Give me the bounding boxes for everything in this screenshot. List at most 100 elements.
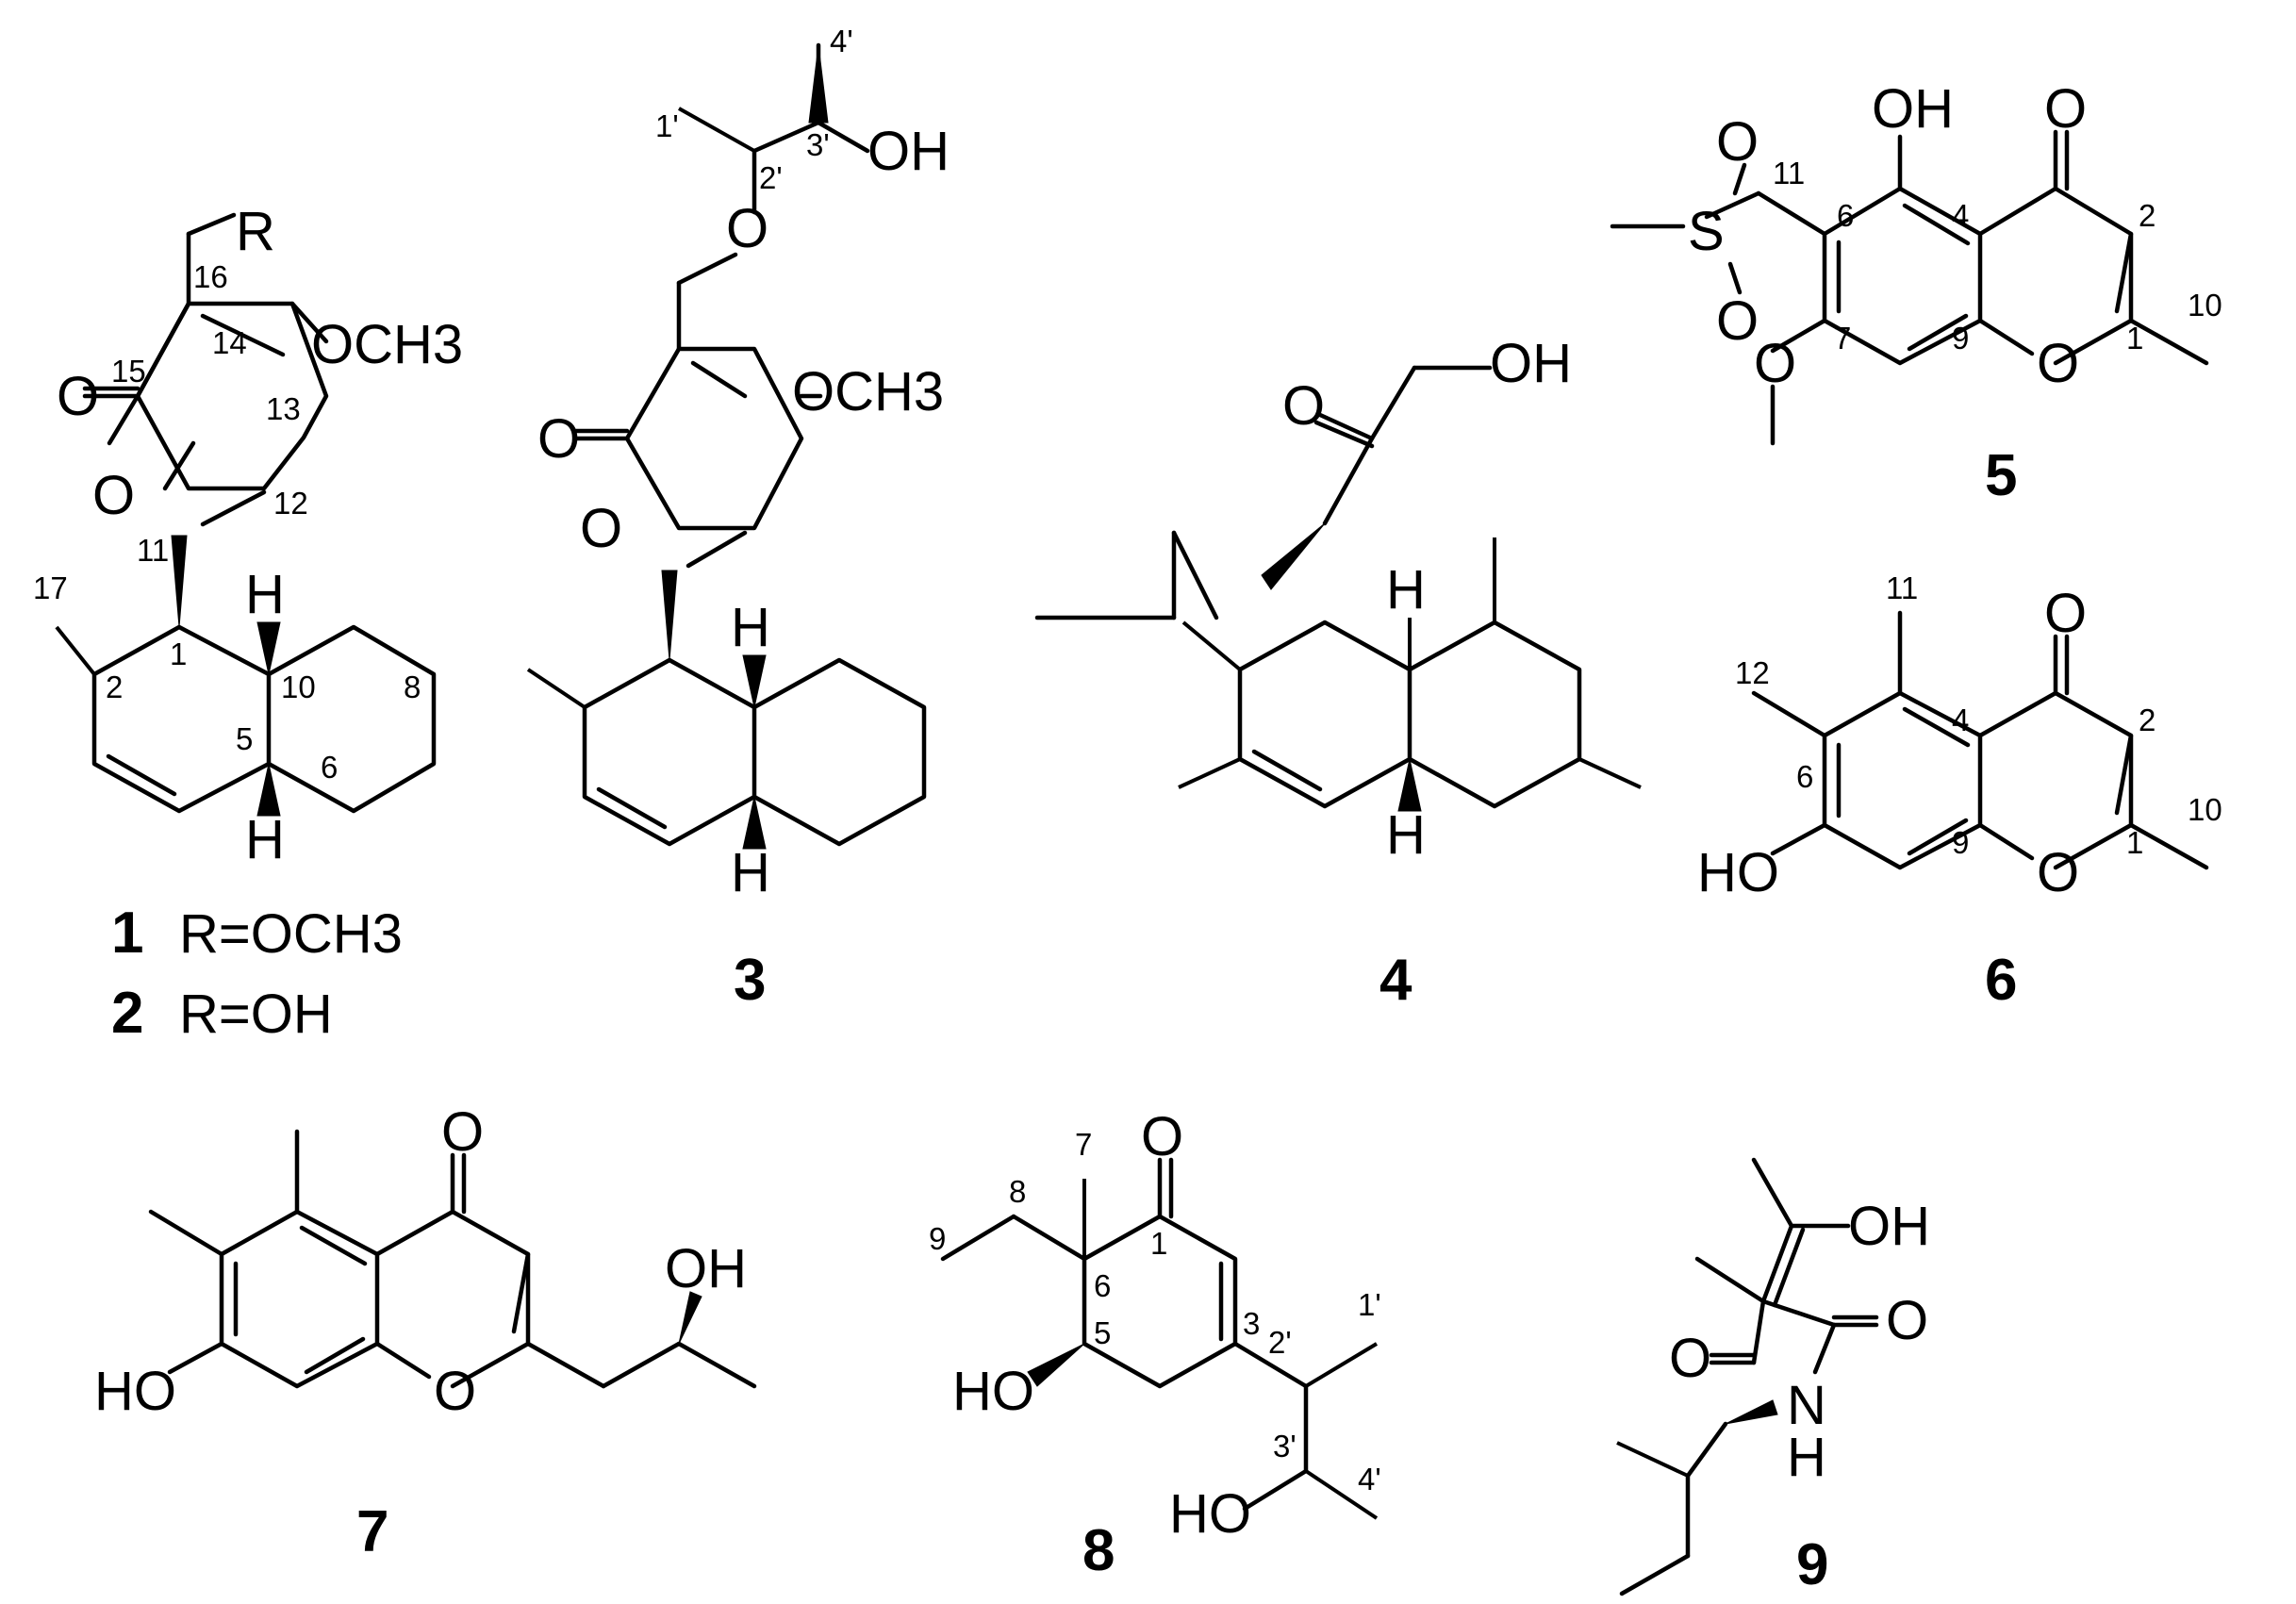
atom-ring-o: O: [434, 1361, 476, 1422]
atom-number: 4': [1358, 1462, 1381, 1497]
atom-ketone-o: O: [2044, 583, 2087, 644]
atom-number: 6: [321, 750, 338, 785]
atom-h: H: [731, 842, 770, 903]
atom-number: 4': [830, 24, 853, 58]
atom-methoxy: OCH3: [311, 314, 463, 375]
bond-lines: [1751, 610, 2209, 870]
atom-number: 7: [1075, 1127, 1092, 1162]
atom-carbonyl-o: O: [1886, 1290, 1928, 1351]
atom-number: 10: [2188, 288, 2222, 322]
atom-number: 6: [1837, 198, 1854, 233]
atom-number: 9: [929, 1221, 946, 1256]
atom-number: 2: [2139, 703, 2156, 737]
atom-carbonyl-o: O: [537, 408, 580, 470]
atom-number: 1: [1150, 1226, 1167, 1261]
atom-sulfonyl-o: O: [1716, 111, 1759, 173]
atom-number: 2': [1268, 1325, 1292, 1360]
atom-number: 17: [33, 570, 68, 605]
atom-number: 15: [111, 354, 146, 389]
atom-hydroxyl: OH: [665, 1238, 747, 1299]
atom-sulfur: S: [1688, 201, 1725, 262]
compound-label: 6: [1985, 948, 2017, 1013]
atom-ring-o: O: [580, 498, 622, 559]
atom-number: 9: [1952, 321, 1969, 356]
atom-number: 1': [1358, 1287, 1381, 1322]
atom-nitrogen: N: [1787, 1375, 1826, 1436]
atom-number: 16: [193, 259, 228, 294]
compound-8-structure: O HO HO 7 8 9 1 6 5 3 2' 1' 3' 4' 8: [929, 1106, 1381, 1583]
wedge-bond: [742, 796, 767, 850]
r-group-label: R=OCH3: [179, 903, 403, 965]
wedge-bond: [678, 1291, 702, 1345]
atom-hydroxyl: HO: [1697, 842, 1779, 903]
atom-carbonyl-o: O: [1282, 375, 1325, 437]
atom-number: 11: [1886, 570, 1918, 605]
atom-number: 11: [137, 533, 169, 568]
wedge-bond: [661, 570, 678, 661]
atom-h: H: [1386, 804, 1426, 866]
atom-number: 1: [170, 637, 187, 671]
compound-label: 1: [111, 901, 143, 966]
atom-h: H: [731, 597, 770, 658]
atom-number: 12: [273, 486, 308, 521]
compound-label: 2: [111, 981, 143, 1046]
atom-ring-o: O: [2037, 842, 2079, 903]
atom-number: 10: [281, 670, 316, 704]
compound-5-structure: OH O O O S O O 11 6 4 2 7 9 1 10 5: [1610, 78, 2222, 508]
wedge-bond: [1725, 1399, 1778, 1425]
wedge-bond: [1261, 522, 1326, 590]
atom-hydroxyl: OH: [867, 121, 950, 182]
atom-number: 3': [806, 127, 830, 162]
atom-hydroxyl: HO: [94, 1361, 176, 1422]
atom-number: 10: [2188, 792, 2222, 827]
atom-number: 1': [655, 108, 679, 143]
atom-h: H: [245, 564, 285, 625]
atom-h: H: [1386, 559, 1426, 620]
atom-number: 13: [266, 391, 301, 426]
atom-number: 5: [1094, 1315, 1111, 1350]
atom-number: 8: [404, 670, 421, 704]
compound-label: 4: [1379, 948, 1412, 1013]
compound-label: 8: [1082, 1518, 1115, 1583]
atom-methoxy: OCH3: [792, 361, 944, 422]
atom-number: 11: [1773, 156, 1805, 190]
compound-9-structure: OH O O N H 9: [1616, 1157, 1930, 1597]
bond-lines: [1034, 365, 1642, 809]
atom-hydroxyl: HO: [1169, 1483, 1251, 1545]
atom-ketone-o: O: [1141, 1106, 1183, 1167]
compound-6-structure: O O HO 11 12 4 2 6 9 1 10 6: [1697, 570, 2222, 1013]
wedge-bond: [1397, 758, 1422, 812]
atom-ketone-o: O: [2044, 78, 2087, 140]
wedge-bond: [808, 44, 829, 124]
atom-sulfonyl-o: O: [1716, 290, 1759, 352]
atom-methoxy-o: O: [1754, 333, 1796, 394]
compound-7-structure: O O HO OH 7: [94, 1101, 757, 1564]
atom-number: 3': [1273, 1429, 1297, 1463]
bond-lines: [1610, 129, 2209, 446]
r-group-label: R=OH: [179, 984, 333, 1045]
compound-label: 9: [1796, 1532, 1828, 1597]
compound-label: 3: [734, 948, 766, 1013]
atom-number: 1: [2126, 825, 2143, 860]
atom-number: 2: [2139, 198, 2156, 233]
atom-carbonyl-o: O: [1669, 1328, 1711, 1389]
wedge-bond: [256, 621, 281, 675]
atom-hydroxyl: OH: [1848, 1196, 1930, 1257]
atom-number: 2: [106, 670, 123, 704]
wedge-bond: [1027, 1343, 1085, 1387]
atom-h: H: [1787, 1427, 1826, 1488]
compound-4-structure: OH O H H 4: [1034, 333, 1642, 1013]
atom-hydroxyl: OH: [1490, 333, 1572, 394]
atom-number: 1: [2126, 321, 2143, 356]
atom-h: H: [245, 809, 285, 870]
atom-ring-o: O: [2037, 333, 2079, 394]
atom-number: 3: [1243, 1306, 1260, 1341]
atom-ether-o: O: [726, 198, 768, 259]
atom-number: 5: [236, 721, 253, 756]
bond-lines: [1616, 1157, 1879, 1596]
wedge-bond: [171, 535, 188, 628]
atom-number: 9: [1952, 825, 1969, 860]
atom-hydroxyl: OH: [1872, 78, 1954, 140]
wedge-bond: [256, 763, 281, 817]
